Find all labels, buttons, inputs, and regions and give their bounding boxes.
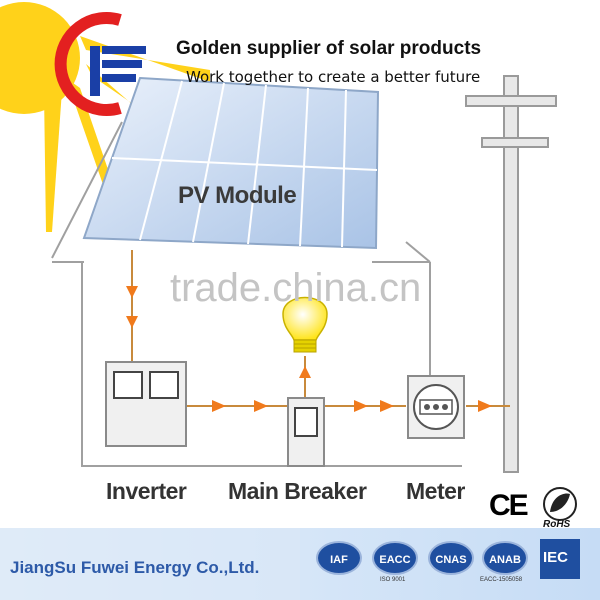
watermark: trade.china.cn xyxy=(170,266,422,310)
arrow-icon xyxy=(126,316,138,328)
rohs-label: RoHS xyxy=(543,519,571,530)
cert-badge-anab: ANAB xyxy=(482,541,528,575)
arrow-icon xyxy=(478,400,492,412)
house-outline xyxy=(51,121,462,467)
inverter-label: Inverter xyxy=(106,478,187,504)
main-breaker-label: Main Breaker xyxy=(228,478,367,504)
light-bulb-icon xyxy=(282,296,328,353)
arrow-icon xyxy=(380,400,394,412)
inverter-icon xyxy=(105,361,187,447)
footer-left-panel xyxy=(0,528,300,600)
pv-module-label: PV Module xyxy=(178,182,297,209)
iec-logo-icon: IEC xyxy=(540,539,580,579)
company-logo-icon xyxy=(54,12,146,116)
pv-module xyxy=(82,76,380,250)
cert-badge-eacc-sub: ISO 9001 xyxy=(380,577,406,583)
utility-pole-icon xyxy=(465,75,557,473)
flow-arrows xyxy=(126,286,492,412)
page-title: Golden supplier of solar products xyxy=(176,38,482,59)
arrow-icon xyxy=(126,286,138,298)
arrow-icon xyxy=(354,400,368,412)
page-subtitle: Work together to create a better future xyxy=(186,68,481,86)
cert-badge-eacc: EACC xyxy=(372,541,418,575)
iec-label: IEC xyxy=(543,549,569,566)
meter-label: Meter xyxy=(406,478,465,504)
arrow-icon xyxy=(254,400,268,412)
cert-badge-anab-sub: EACC-1505058 xyxy=(480,577,523,583)
company-name: JiangSu Fuwei Energy Co.,Ltd. xyxy=(10,558,260,577)
cert-badge-cnas: CNAS xyxy=(428,541,474,575)
arrow-icon xyxy=(299,366,311,378)
meter-icon xyxy=(407,375,465,439)
main-breaker-icon xyxy=(287,397,325,467)
arrow-icon xyxy=(212,400,226,412)
ce-mark: CE xyxy=(489,489,529,522)
rohs-icon xyxy=(543,487,577,521)
cert-badge-iaf: IAF xyxy=(316,541,362,575)
